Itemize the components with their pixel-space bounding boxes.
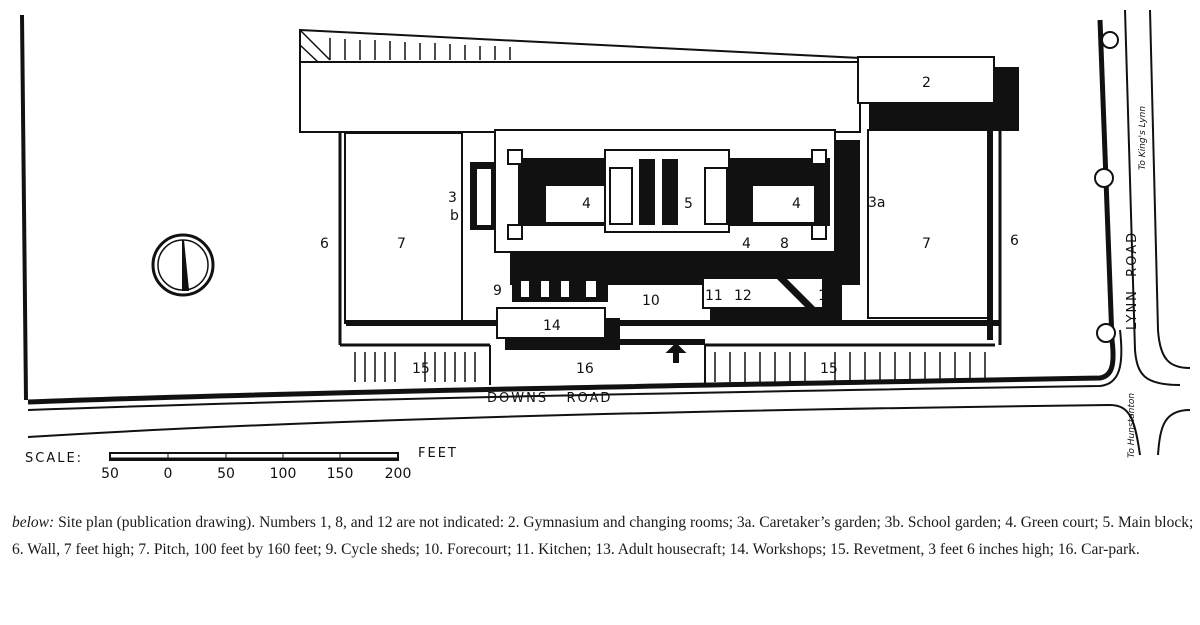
label-15-west: 15	[412, 361, 430, 377]
downs-road-edge-north	[27, 329, 1123, 411]
pitch-west	[344, 132, 463, 324]
label-4-south: 4	[742, 236, 751, 252]
site-plan-drawing: 2 3 b 3a 4 4 4 5 6 6 7 7 8 9 10 11 12 13…	[20, 9, 1191, 482]
hunstanton-label: To Hunstanton	[1127, 393, 1137, 458]
workshops	[496, 307, 606, 339]
downs-road-edge-south	[27, 403, 1141, 456]
label-12: 12	[734, 288, 752, 304]
label-3a: 3a	[868, 195, 886, 211]
tree-icon	[1094, 168, 1114, 188]
cycle-shed	[539, 279, 551, 299]
label-16: 16	[576, 361, 594, 377]
downs-road-hedge	[27, 339, 1116, 405]
lynn-road-edge-east	[1149, 9, 1191, 369]
cycle-shed	[519, 279, 531, 299]
lynn-road-edge-west	[1124, 9, 1181, 386]
label-4-east: 4	[792, 196, 801, 212]
label-8: 8	[780, 236, 789, 252]
caption-lead: below:	[12, 514, 55, 531]
school-garden	[475, 167, 493, 227]
west-boundary-hedge	[20, 14, 28, 401]
north-arrow-icon	[151, 233, 215, 297]
scale-bar	[109, 452, 399, 461]
wall-6	[338, 130, 1002, 345]
caption-text: Site plan (publication drawing). Numbers…	[12, 514, 1194, 558]
label-b: b	[450, 208, 459, 224]
downs-road-label: DOWNS ROAD	[487, 391, 612, 406]
lynn-road-corner	[1157, 409, 1191, 456]
label-6-west: 6	[320, 236, 329, 252]
figure-caption: below: Site plan (publication drawing). …	[12, 510, 1197, 563]
label-6-east: 6	[1010, 233, 1019, 249]
tree-icon	[1101, 31, 1119, 49]
revetment-hatch	[354, 352, 986, 382]
pitch-east	[867, 129, 991, 319]
entrance-arrow-icon	[665, 342, 687, 363]
label-13: 13	[818, 288, 836, 304]
scale-label: SCALE:	[25, 451, 83, 466]
kings-lynn-label: To King's Lynn	[1138, 106, 1148, 170]
cycle-shed	[559, 279, 571, 299]
label-7-west: 7	[397, 236, 406, 252]
label-10: 10	[642, 293, 660, 309]
green-court-west	[544, 184, 606, 224]
label-9: 9	[493, 283, 502, 299]
scale-unit: FEET	[418, 446, 458, 461]
gymnasium	[857, 56, 995, 104]
label-3: 3	[448, 190, 457, 206]
scale-tick-label: 50	[217, 466, 235, 482]
label-5: 5	[684, 196, 693, 212]
label-7-east: 7	[922, 236, 931, 252]
label-11: 11	[705, 288, 723, 304]
north-playground	[299, 61, 861, 133]
scale-tick-label: 200	[385, 466, 412, 482]
scale-tick-label: 0	[164, 466, 173, 482]
green-court-east	[751, 184, 816, 224]
label-4-west: 4	[582, 196, 591, 212]
scale-tick-label: 50	[101, 466, 119, 482]
scale-tick-label: 100	[270, 466, 297, 482]
scale-tick-label: 150	[327, 466, 354, 482]
lynn-road-label: LYNN ROAD	[1125, 231, 1140, 330]
label-14: 14	[543, 318, 561, 334]
label-15-east: 15	[820, 361, 838, 377]
label-2: 2	[922, 75, 931, 91]
cycle-shed	[584, 279, 598, 299]
tree-icon	[1096, 323, 1116, 343]
